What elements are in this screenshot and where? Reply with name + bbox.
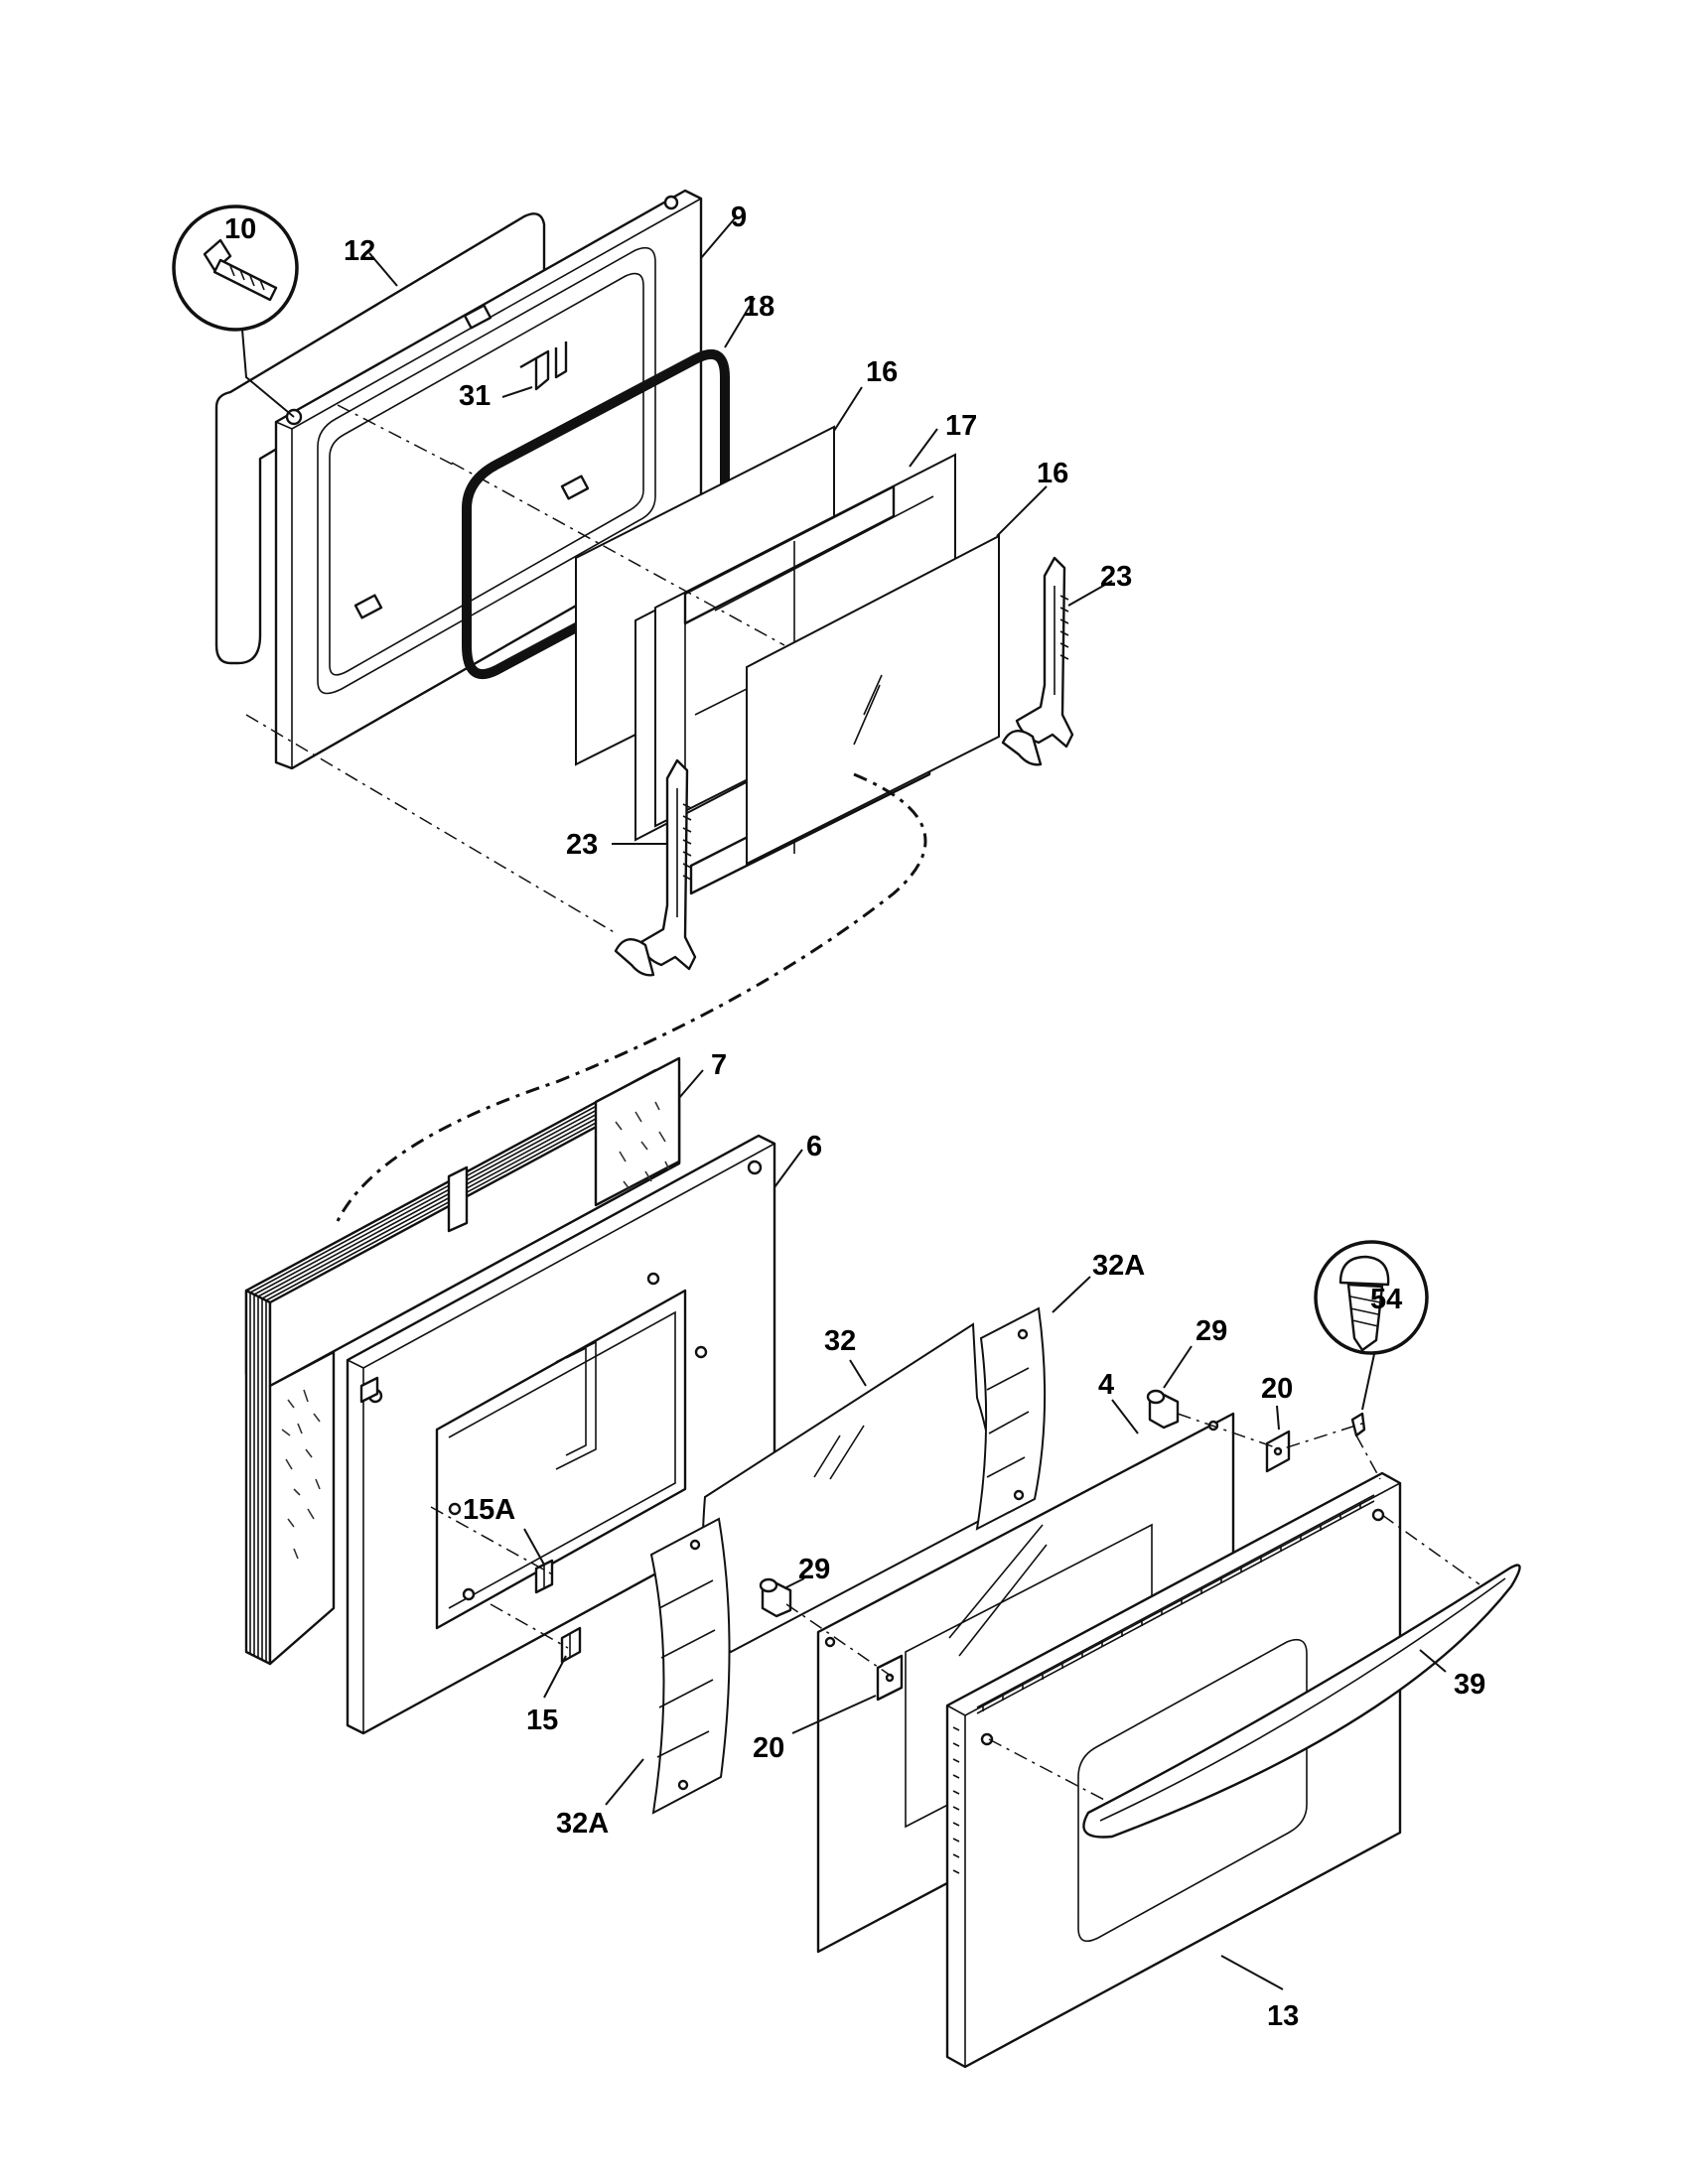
callout-label-39: 39 (1454, 1669, 1485, 1701)
callout-label-15A: 15A (463, 1494, 515, 1526)
callout-label-54: 54 (1370, 1284, 1402, 1315)
callout-label-12: 12 (344, 235, 375, 267)
part-spacer-lower (759, 1577, 792, 1618)
upper-alignment-lines (245, 404, 785, 934)
part-bracket-upper (1265, 1430, 1291, 1473)
part-glass-support-right (975, 1306, 1047, 1531)
screw-10-detail (172, 205, 299, 418)
callout-label-13: 13 (1267, 2000, 1299, 2032)
part-bracket-31 (519, 341, 568, 391)
part-door-liner (346, 1134, 776, 1735)
callout-label-10: 10 (224, 213, 256, 245)
callout-label-23-right: 23 (1100, 561, 1132, 593)
callout-label-23-left: 23 (566, 829, 598, 861)
callout-label-32A-top: 32A (1092, 1250, 1145, 1282)
callout-label-32: 32 (824, 1325, 856, 1357)
screw-54-detail (1314, 1240, 1429, 1411)
callout-label-9: 9 (731, 202, 747, 233)
part-spacer-upper (1146, 1389, 1180, 1430)
part-inner-glass-front (746, 534, 1000, 866)
part-hinge-left (614, 758, 697, 977)
part-clip-15 (560, 1626, 582, 1664)
part-insulation (244, 1056, 681, 1666)
callout-label-20-upper: 20 (1261, 1373, 1293, 1405)
part-gasket (214, 212, 546, 665)
callout-label-29-upper: 29 (1196, 1315, 1227, 1347)
part-bracket-lower (876, 1654, 904, 1702)
callout-label-15: 15 (526, 1705, 558, 1736)
callout-leaders (368, 217, 1447, 1990)
callout-label-20-lower: 20 (753, 1732, 784, 1764)
part-hinge-right (1001, 556, 1074, 766)
callout-label-29-lower: 29 (798, 1554, 830, 1585)
lower-alignment-lines (430, 1413, 1480, 1802)
callout-label-4: 4 (1098, 1369, 1114, 1401)
part-screw-small (1350, 1412, 1366, 1437)
part-glass-support-left (649, 1517, 731, 1815)
insulation-alignment-curve (336, 772, 927, 1222)
callout-label-17: 17 (945, 410, 977, 442)
part-inner-door-frame (274, 189, 703, 770)
callout-label-7: 7 (711, 1049, 727, 1081)
callout-label-32A-bottom: 32A (556, 1808, 609, 1840)
part-clip-15A (534, 1559, 554, 1594)
callout-label-16-front: 16 (1037, 458, 1068, 489)
part-door-handle (1082, 1564, 1521, 1839)
callout-label-18: 18 (743, 291, 774, 323)
callout-label-16-rear: 16 (866, 356, 898, 388)
callout-label-31: 31 (459, 380, 491, 412)
callout-label-6: 6 (806, 1131, 822, 1162)
